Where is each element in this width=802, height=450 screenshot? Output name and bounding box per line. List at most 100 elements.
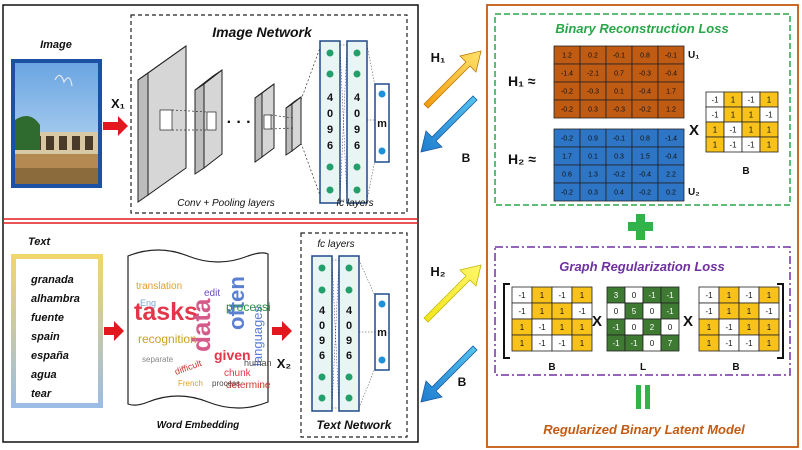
u1-value: 0.3 [588,106,598,113]
grl-b-left-value: -1 [518,291,526,300]
svg-text:0: 0 [354,108,360,120]
plus-icon [628,214,653,240]
brl-b-value: 1 [767,125,772,134]
brl-b-value: 1 [731,95,736,104]
u1-value: 1.2 [666,106,676,113]
brl-b-value: -1 [747,95,755,104]
u1-value: -0.2 [561,88,573,95]
brl-box [494,13,791,206]
brl-b-value: 1 [731,110,736,119]
svg-text:spain: spain [31,331,60,343]
embedding-arrow [272,321,292,341]
svg-text:0: 0 [319,320,325,332]
conv-caption: Conv + Pooling layers [177,198,275,209]
grl-l-value: 0 [632,291,637,300]
svg-text:process: process [212,379,240,388]
u2-value: 0.4 [614,189,624,196]
text-fc-connections [331,259,376,409]
text-fc-caption: fc layers [317,239,354,250]
u1-value: 1.2 [562,52,572,59]
image-fc-caption: fc layers [336,198,373,209]
u2-cell [657,182,685,202]
grl-b-left-value: 1 [560,323,565,332]
grl-b-right-value: 1 [767,323,772,332]
u1-label: U₁ [688,50,699,61]
image-input-arrow [103,116,128,136]
grl-b-right-value: -1 [745,291,753,300]
grl-l-value: 0 [632,323,637,332]
grl-b-right-value: -1 [705,307,713,316]
grl-l-value: 5 [632,307,637,316]
input-photo [11,59,102,188]
svg-text:human: human [244,358,272,368]
conv-layer-4 [285,95,302,156]
grl-b-left-value: 1 [580,339,585,348]
h1-arrow [423,50,482,109]
grl-b-left-value: -1 [538,339,546,348]
svg-text:agua: agua [31,369,57,381]
h1-label: H₁ [431,50,446,65]
brl-b-value: 1 [749,110,754,119]
grl-b-right-value: 1 [707,339,712,348]
text-hash-layer: m [374,293,390,371]
svg-text:French: French [178,379,203,388]
grl-title: Graph Regularization Loss [559,259,724,274]
grl-l-cell [660,334,680,352]
u1-value: 0.1 [614,88,624,95]
image-fc-layer-1: 4 0 9 6 [319,40,341,204]
svg-text:fuente: fuente [31,312,64,324]
svg-text:9: 9 [327,124,333,136]
svg-text:processi: processi [226,300,271,314]
right-bracket [777,283,784,359]
grl-b-left-value: 1 [520,339,525,348]
grl-l-label: L [640,362,646,373]
u1-value: -0.2 [561,106,573,113]
svg-text:tasks: tasks [134,298,198,326]
u1-value: 0.2 [588,52,598,59]
image-hash-layer: m [374,83,390,163]
brl-b-value: -1 [765,110,773,119]
text-network-title: Text Network [317,418,393,432]
image-label: Image [40,39,72,51]
grl-l-value: -1 [666,307,674,316]
u1-value: 0.7 [614,70,624,77]
u1-value: -0.2 [639,106,651,113]
u2-value: 1.3 [588,171,598,178]
grl-b-left-value: -1 [538,323,546,332]
svg-text:Eng: Eng [140,298,156,308]
text-network-box [300,232,408,438]
brl-b-cell [759,136,779,153]
u1-value: 0.8 [640,52,650,59]
grl-l-value: -1 [630,339,638,348]
brl-b-value: -1 [747,140,755,149]
grl-l-value: -1 [666,291,674,300]
u2-value: 0.9 [588,135,598,142]
word-embedding-caption: Word Embedding [157,420,240,431]
u1-value: -0.4 [665,70,677,77]
grl-b-left-value: 1 [540,291,545,300]
u2-value: -0.2 [613,171,625,178]
svg-text:4: 4 [327,92,334,104]
x2-label: X₂ [277,356,292,371]
svg-text:4: 4 [346,305,353,317]
b-label-top: B [462,151,471,165]
grl-b-right-value: -1 [725,339,733,348]
svg-text:4: 4 [319,305,326,317]
svg-text:tear: tear [31,388,52,400]
svg-text:granada: granada [30,274,74,286]
svg-text:6: 6 [319,350,325,362]
grl-b-right-value: 1 [707,323,712,332]
u2-value: -0.4 [639,171,651,178]
grl-b-right-value: -1 [725,323,733,332]
grl-b-right-value: 1 [727,291,732,300]
text-fc-layer-1: 4 0 9 6 [311,255,333,412]
u1-value: -0.1 [613,52,625,59]
grl-box [494,246,791,376]
grl-l-value: 0 [668,323,673,332]
u1-value: -2.1 [587,70,599,77]
svg-text:edit: edit [204,288,220,299]
grl-b-right-value: -1 [765,307,773,316]
